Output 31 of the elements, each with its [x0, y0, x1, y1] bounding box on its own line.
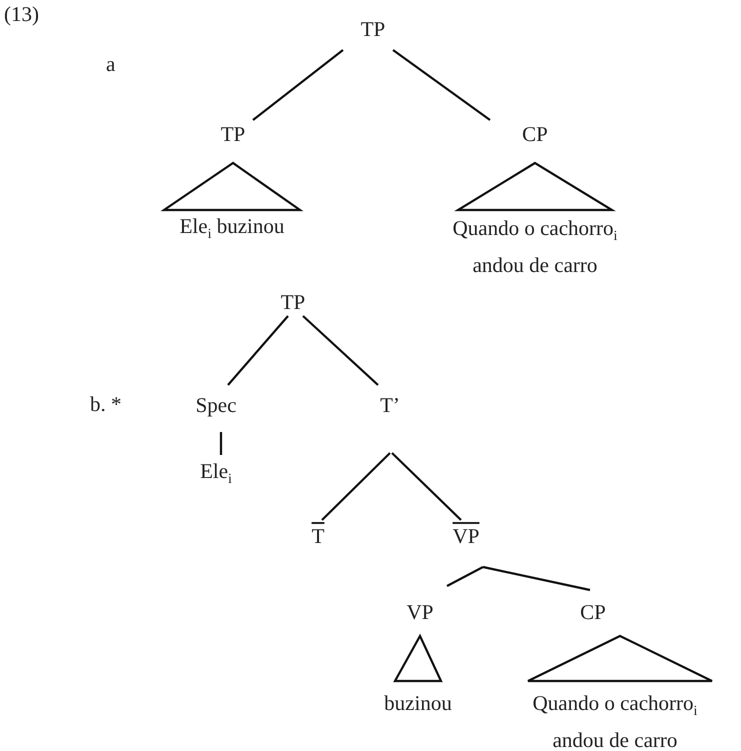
branch-line — [302, 315, 379, 386]
example-label: b. * — [90, 392, 122, 417]
triangle — [393, 634, 443, 682]
node-label: VP — [441, 520, 491, 567]
node-label: CP — [565, 590, 621, 636]
node-label: Ele$_{i}$ — [191, 455, 241, 487]
triangle — [526, 634, 714, 682]
branch-line — [321, 452, 391, 521]
node-label: T’ — [370, 385, 410, 453]
node-label: CP — [510, 120, 560, 163]
example-label: (13) — [4, 2, 39, 27]
node-label: Quando o cachorro$_{i}$ andou de carro — [435, 210, 635, 272]
branch-line — [392, 49, 491, 121]
branch-line — [252, 49, 344, 121]
node-label: TP — [348, 15, 398, 50]
example-label: a — [106, 52, 116, 77]
branch-line — [482, 566, 590, 592]
branch-line — [391, 452, 462, 521]
node-label: Ele$_{i}$ buzinou — [142, 210, 322, 242]
node-label: T — [303, 520, 333, 552]
node-label: Quando o cachorro$_{i}$ andou de carro — [510, 681, 720, 747]
branch-line — [227, 315, 289, 386]
triangle — [454, 162, 616, 212]
node-label: buzinou — [368, 681, 468, 715]
node-label: TP — [268, 288, 318, 316]
branch-line — [220, 432, 222, 455]
node-label: TP — [208, 120, 258, 163]
triangle — [160, 162, 304, 212]
branch-line — [446, 566, 484, 587]
node-label: VP — [392, 586, 448, 636]
node-label: Spec — [186, 385, 246, 432]
